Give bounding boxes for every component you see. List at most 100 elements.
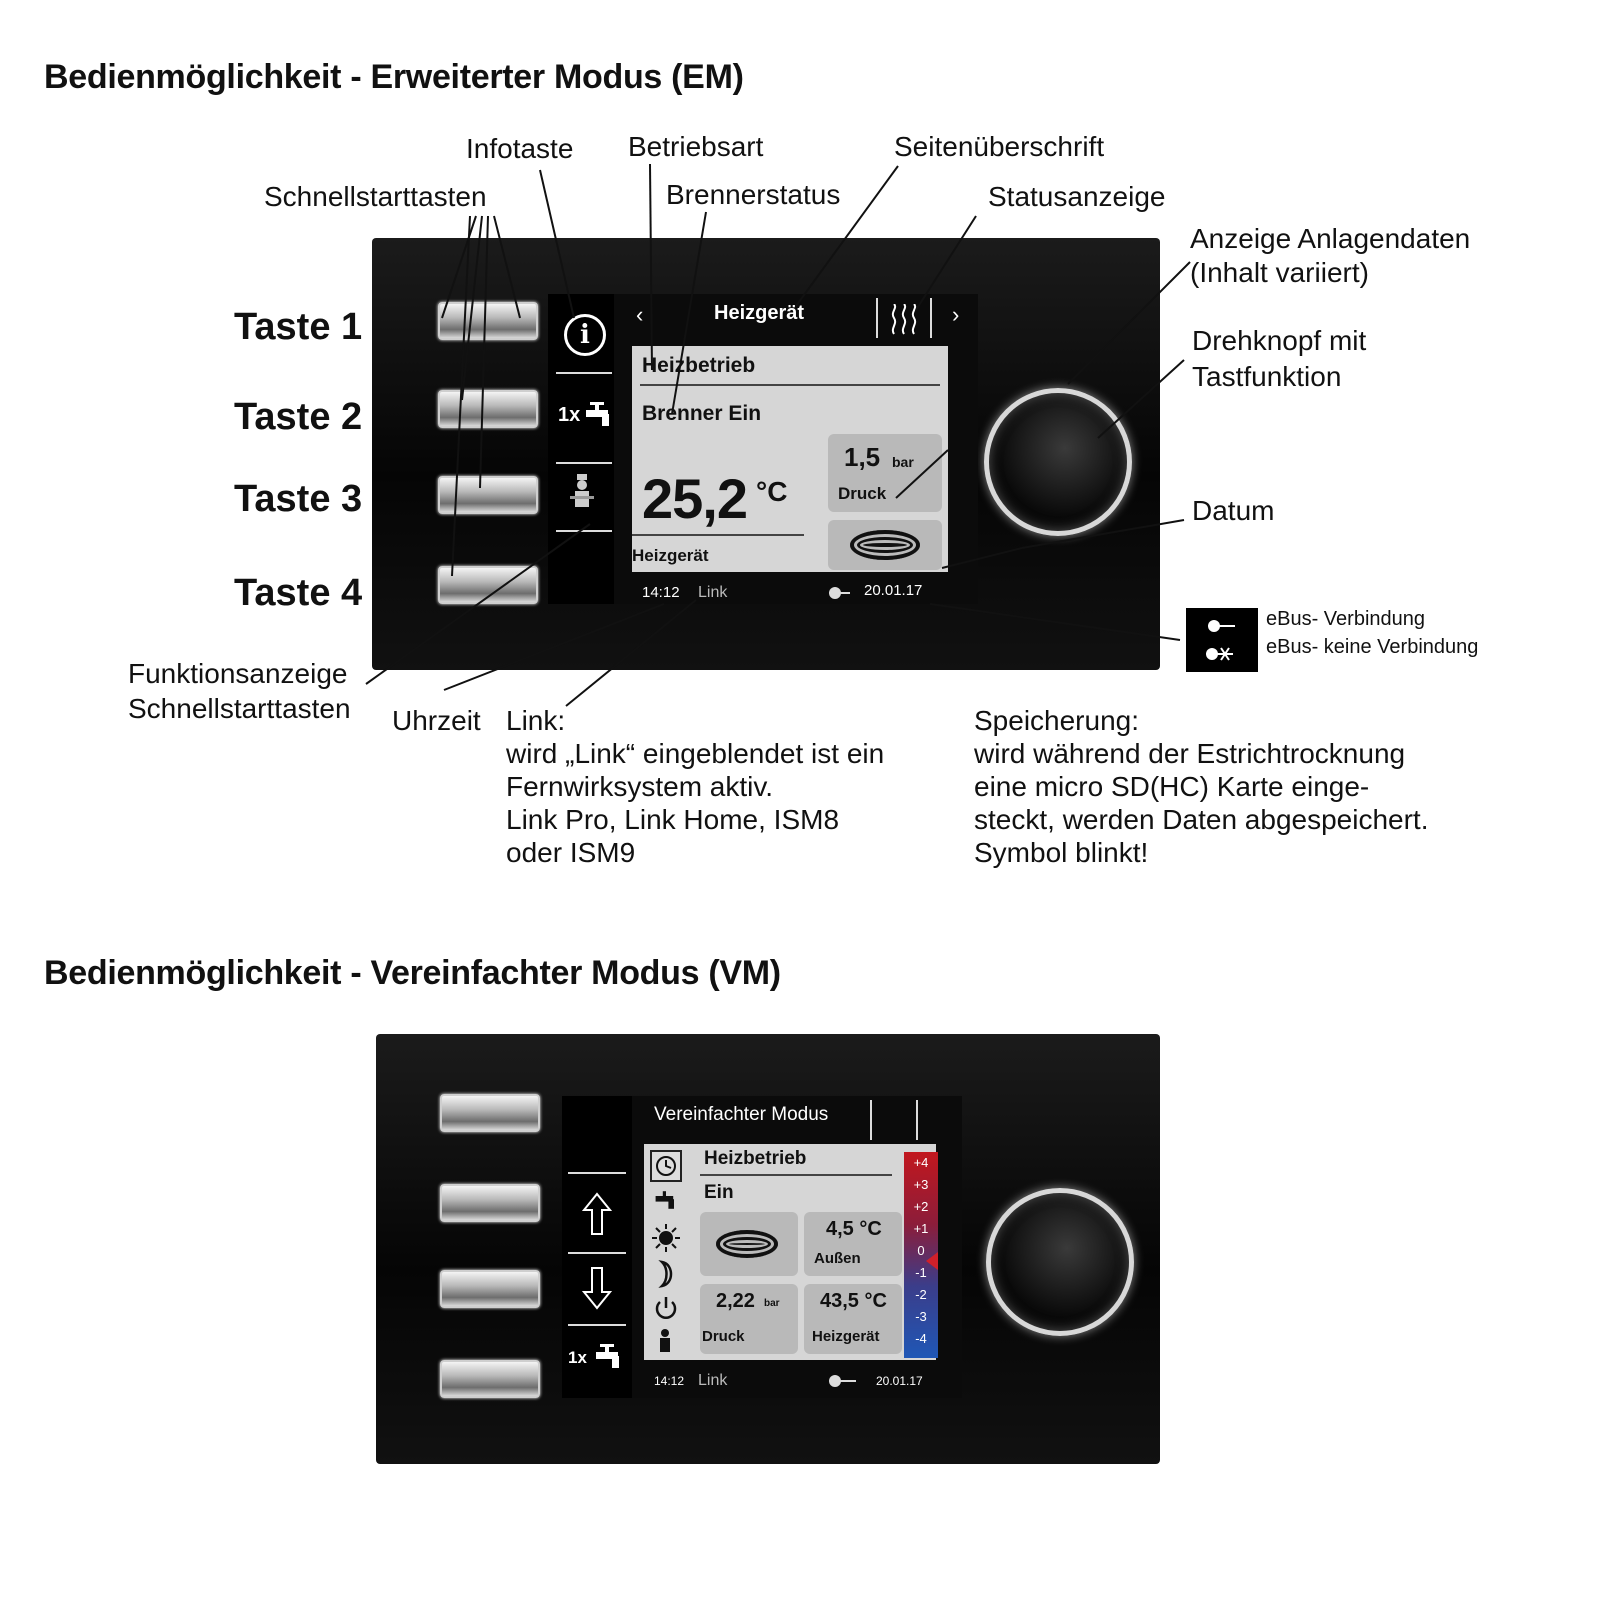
em-temperature-value: 25,2 [642,467,748,530]
vm-chimney-sweep-icon[interactable] [656,1328,674,1356]
em-temperature-label: Heizgerät [632,546,709,565]
rotary-knob[interactable] [984,388,1132,536]
scale-tick: +4 [913,1155,929,1170]
em-nav-prev[interactable]: ‹ [636,302,644,327]
callout-schnellstarttasten: Schnellstarttasten [264,181,487,212]
vm-quick-start-key-4[interactable] [440,1360,540,1398]
vm-boiler-label: Heizgerät [812,1328,880,1345]
em-burner-status: Brenner Ein [642,402,762,425]
callout-seitenueberschrift: Seitenüberschrift [894,131,1105,162]
callout-statusanzeige: Statusanzeige [988,181,1166,212]
scale-tick: -4 [915,1331,927,1346]
scale-tick: 0 [917,1243,925,1258]
vm-outside-temp: 4,5 °C [826,1218,882,1240]
vm-tap-icon[interactable] [594,1342,624,1372]
callout-anlagendaten-line2: (Inhalt variiert) [1190,257,1369,288]
vm-status: Ein [704,1182,734,1203]
em-nav-next[interactable]: › [952,302,960,327]
link-description-line: Link: [506,705,566,736]
sun-icon[interactable] [652,1224,680,1252]
info-icon[interactable]: i [564,314,606,356]
callout-funktionsanzeige-line2: Schnellstarttasten [128,693,351,724]
clock-icon[interactable] [650,1150,682,1182]
scale-tick: -3 [915,1309,927,1324]
flame-eye-icon [850,530,920,560]
em-pressure-value: 1,5 [844,442,881,472]
vm-ebus-plug-icon [829,1375,856,1387]
vm-lcd: Heizbetrieb Ein 4,5 °C Außen 2,22 bar Dr… [644,1144,938,1360]
tap-icon[interactable] [584,400,614,430]
quick-start-key-1[interactable] [438,302,538,340]
vm-boiler-tile: 43,5 °C Heizgerät [804,1284,902,1354]
vm-page-title: Vereinfachter Modus [654,1104,829,1125]
em-operating-mode: Heizbetrieb [642,354,756,377]
scale-tick: +1 [913,1221,929,1236]
link-description: Link: wird „Link“ eingeblendet ist ein F… [506,704,884,869]
em-heading: Bedienmöglichkeit - Erweiterter Modus (E… [44,58,744,96]
vm-quick-start-key-2[interactable] [440,1184,540,1222]
callout-infotaste: Infotaste [466,133,574,164]
vm-boiler-temp: 43,5 °C [820,1290,887,1312]
vm-time: 14:12 [654,1374,685,1388]
moon-icon[interactable] [654,1260,678,1288]
vm-outside-tile: 4,5 °C Außen [804,1212,902,1276]
ebus-disconnected-label: eBus- keine Verbindung [1266,636,1479,658]
vm-quick-start-key-3[interactable] [440,1270,540,1308]
taste-1-label: Taste 1 [234,306,363,348]
speicherung-description-line: steckt, werden Daten abgespeichert. [974,804,1429,835]
power-icon[interactable] [654,1296,678,1322]
em-side-dhw-label: 1x [558,404,581,426]
tap-mode-icon[interactable] [654,1188,678,1212]
em-device: i 1x ‹ Heizgerät › Heizbetrieb Bre [372,238,1160,670]
em-function-strip: i 1x [548,294,614,604]
vm-date: 20.01.17 [876,1374,923,1388]
speicherung-description-line: Symbol blinkt! [974,837,1149,868]
vm-display: 1x Vereinfachter Modus [562,1096,962,1398]
speicherung-description-line: wird während der Estrichtrocknung [974,738,1406,769]
ebus-legend-icons [1186,608,1258,672]
speicherung-description: Speicherung: wird während der Estrichtro… [974,704,1428,869]
em-page-title: Heizgerät [714,302,805,324]
callout-brennerstatus: Brennerstatus [666,179,841,210]
vm-flame-eye-icon [716,1230,778,1258]
vm-link: Link [698,1372,728,1389]
callout-drehknopf-line1: Drehknopf mit [1192,325,1367,356]
vm-pressure-unit: bar [764,1298,780,1309]
speicherung-description-line: eine micro SD(HC) Karte einge- [974,771,1370,802]
quick-start-key-4[interactable] [438,566,538,604]
vm-heating-curve-scale: +4 +3 +2 +1 0 -1 -2 -3 -4 [904,1152,938,1358]
ebus-plug-icon [829,587,850,599]
vm-pressure-label: Druck [702,1328,745,1345]
heat-waves-icon [891,304,917,335]
link-description-line: wird „Link“ eingeblendet ist ein [506,738,885,769]
em-lcd: Heizbetrieb Brenner Ein 25,2 °C Heizgerä… [632,346,948,572]
em-flame-tile [828,520,942,570]
vm-rotary-knob[interactable] [986,1188,1134,1336]
arrow-down-icon[interactable] [582,1266,612,1310]
em-pressure-label: Druck [838,484,887,503]
arrow-up-icon[interactable] [582,1192,612,1236]
em-link: Link [698,584,728,601]
vm-side-dhw-label: 1x [568,1348,587,1367]
taste-2-label: Taste 2 [234,396,363,438]
link-description-line: oder ISM9 [506,837,636,868]
scale-pointer-icon [926,1252,938,1270]
taste-4-label: Taste 4 [234,572,363,614]
callout-drehknopf-line2: Tastfunktion [1192,361,1342,392]
em-temperature-unit: °C [756,476,788,507]
callout-datum: Datum [1192,495,1275,526]
link-description-line: Fernwirksystem aktiv. [506,771,774,802]
quick-start-key-3[interactable] [438,476,538,514]
quick-start-key-2[interactable] [438,390,538,428]
ebus-connected-label: eBus- Verbindung [1266,608,1426,630]
vm-device: 1x Vereinfachter Modus [376,1034,1160,1464]
scale-tick: -2 [915,1287,927,1302]
scale-tick: +3 [913,1177,929,1192]
em-time: 14:12 [642,584,680,601]
vm-function-strip: 1x [562,1096,632,1398]
em-display: i 1x ‹ Heizgerät › Heizbetrieb Bre [548,294,978,604]
callout-uhrzeit: Uhrzeit [392,705,481,736]
chimney-sweep-icon[interactable] [568,474,596,514]
vm-quick-start-key-1[interactable] [440,1094,540,1132]
vm-outside-label: Außen [814,1250,861,1267]
